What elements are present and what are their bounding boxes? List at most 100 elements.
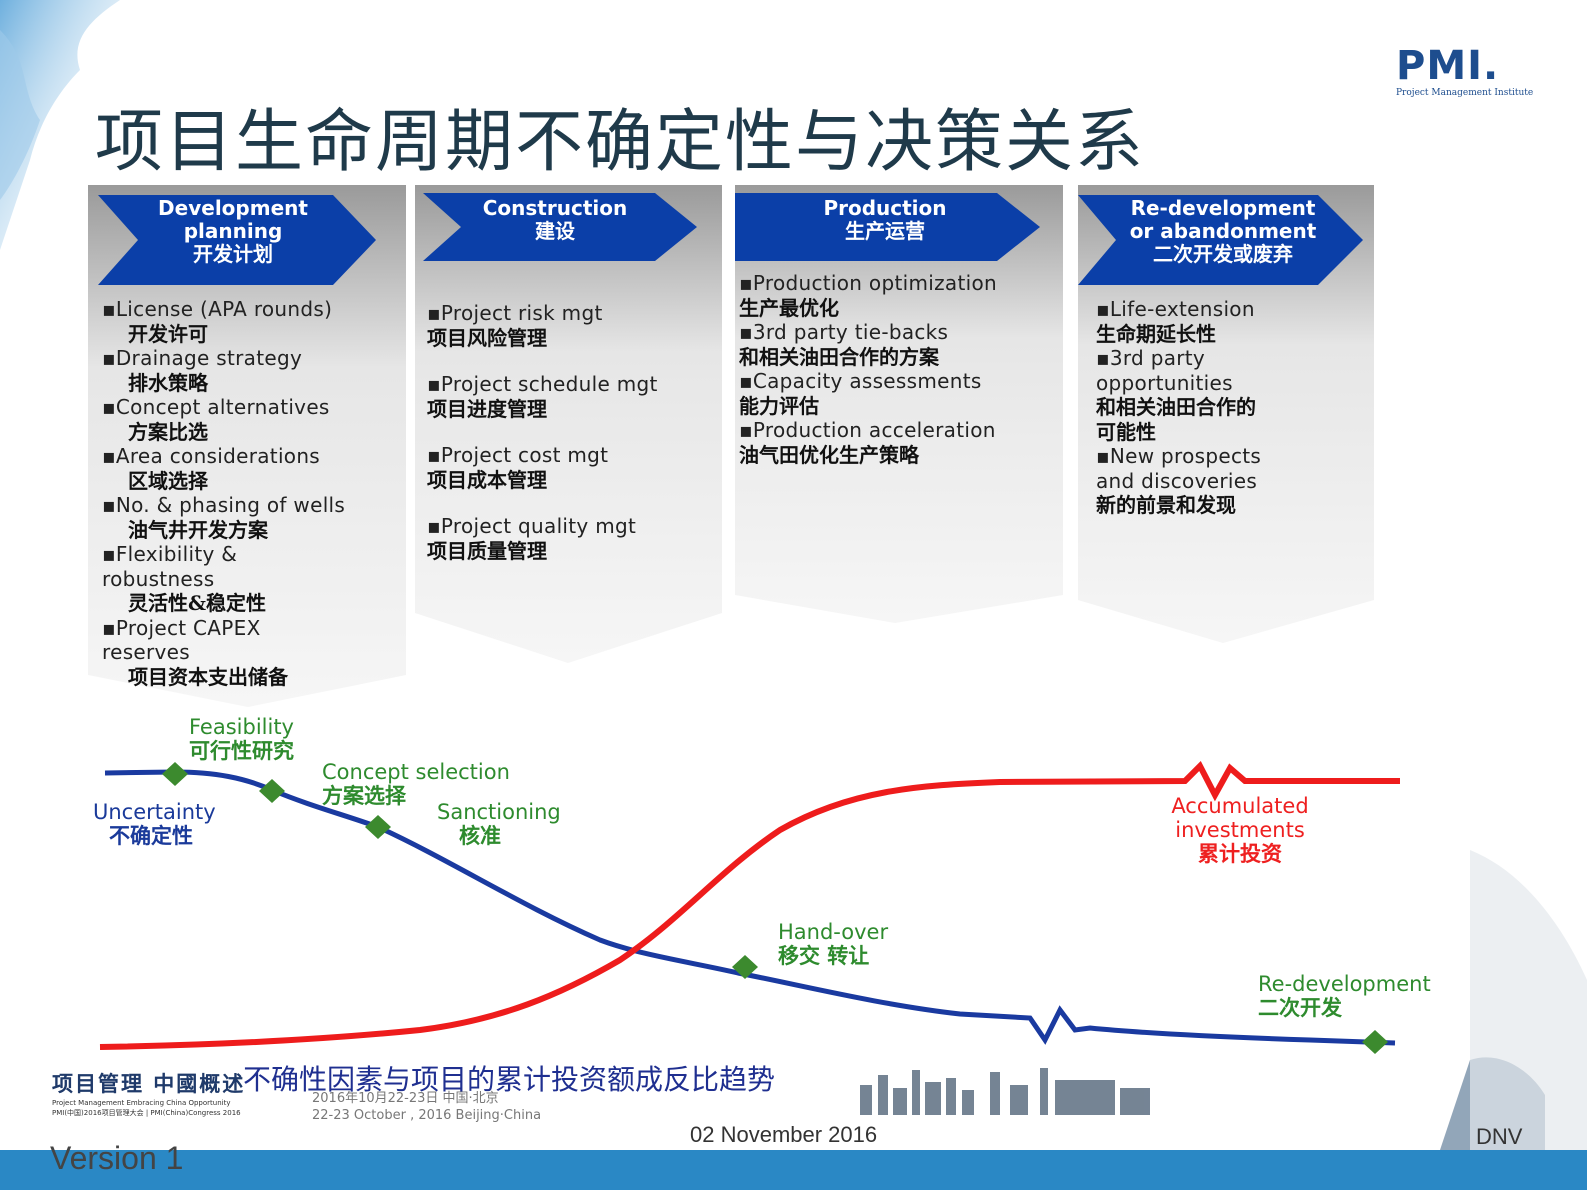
chevron-development-line1: Development bbox=[158, 196, 308, 220]
list-item: ▪3rd party tie-backs bbox=[739, 320, 949, 344]
chevron-production-line1: Production bbox=[823, 196, 947, 220]
list-item-zh: 油气井开发方案 bbox=[128, 517, 268, 542]
milestone-handover bbox=[732, 955, 758, 979]
chevron-redevelopment bbox=[1078, 195, 1363, 285]
list-item: ▪Drainage strategy bbox=[102, 346, 303, 370]
list-item-zh: 区域选择 bbox=[128, 468, 208, 493]
label-feasibility: Feasibility 可行性研究 bbox=[189, 715, 294, 763]
label-sanctioning-zh: 核准 bbox=[459, 823, 501, 848]
chevron-production-line2: 生产运营 bbox=[845, 219, 925, 243]
milestone-concept bbox=[259, 779, 285, 803]
list-item-zh: 排水策略 bbox=[128, 370, 208, 395]
list-item-zh: 和相关油田合作的方案 bbox=[739, 344, 939, 369]
list-item-zh: 灵活性&稳定性 bbox=[128, 591, 267, 615]
list-item: ▪Project CAPEX bbox=[102, 615, 261, 640]
label-investments-en2: investments bbox=[1175, 818, 1305, 842]
milestone-redevelopment bbox=[1362, 1030, 1388, 1054]
chevron-development bbox=[98, 195, 376, 285]
org-logo-line2: PMI(中国)2016项目管理大会 | PMI(China)Congress 2… bbox=[52, 1109, 241, 1117]
label-concept-zh: 方案选择 bbox=[322, 783, 406, 808]
chevron-construction-line2: 建设 bbox=[535, 219, 575, 243]
chevron-development-line2: planning bbox=[183, 219, 283, 243]
label-redevelopment: Re-development 二次开发 bbox=[1258, 972, 1431, 1020]
company-label: DNV bbox=[1476, 1124, 1523, 1149]
event-line2: 22-23 October , 2016 Beijing·China bbox=[312, 1108, 542, 1123]
list-item-zh: 生产最优化 bbox=[739, 295, 839, 320]
list-item: ▪Production optimization bbox=[739, 271, 997, 295]
label-uncertainty: Uncertainty 不确定性 bbox=[93, 800, 216, 848]
pmi-logo-mark: PMI. bbox=[1396, 43, 1500, 89]
list-item: ▪Project cost mgt bbox=[427, 443, 609, 467]
list-item-zh: 生命期延长性 bbox=[1096, 321, 1216, 346]
corner-decoration bbox=[0, 0, 120, 250]
label-handover-zh: 移交 转让 bbox=[778, 943, 870, 968]
label-sanctioning-en: Sanctioning bbox=[437, 800, 561, 824]
list-item: ▪Capacity assessments bbox=[739, 369, 982, 393]
label-uncertainty-en: Uncertainty bbox=[93, 800, 216, 824]
investment-curve bbox=[99, 760, 1400, 1050]
label-feasibility-en: Feasibility bbox=[189, 715, 294, 739]
caption: 不确性因素与项目的累计投资额成反比趋势 bbox=[243, 1063, 776, 1096]
label-uncertainty-zh: 不确定性 bbox=[109, 823, 193, 848]
label-investments: Accumulated investments 累计投资 bbox=[1150, 794, 1330, 866]
list-item: ▪Project risk mgt bbox=[427, 301, 603, 325]
list-item: ▪Production acceleration bbox=[739, 418, 996, 442]
milestone-feasibility bbox=[162, 762, 188, 786]
list-item-zh: 油气田优化生产策略 bbox=[739, 442, 919, 467]
list-item-cont: reserves bbox=[102, 640, 190, 664]
label-concept-en: Concept selection bbox=[322, 760, 510, 784]
label-handover: Hand-over 移交 转让 bbox=[778, 920, 888, 968]
event-line1: 2016年10月22-23日 中国·北京 bbox=[312, 1091, 499, 1106]
label-concept-selection: Concept selection 方案选择 bbox=[322, 760, 510, 808]
label-investments-zh: 累计投资 bbox=[1198, 841, 1282, 866]
chevron-redevelopment-line2: or abandonment bbox=[1129, 219, 1317, 243]
chevron-production bbox=[735, 193, 1040, 261]
uncertainty-curve bbox=[104, 769, 1396, 1046]
pmi-logo-subtitle: Project Management Institute bbox=[1396, 88, 1534, 98]
list-item: ▪Life-extension bbox=[1096, 297, 1255, 321]
list-item: ▪3rd party bbox=[1096, 346, 1206, 370]
list-item-zh: 项目资本支出储备 bbox=[128, 664, 288, 689]
list-item-zh-cont: 可能性 bbox=[1096, 419, 1156, 444]
chevron-redevelopment-line3: 二次开发或废弃 bbox=[1153, 242, 1293, 266]
list-item-zh: 方案比选 bbox=[128, 419, 208, 444]
org-logo-name: 项目管理 中國概述 bbox=[52, 1071, 246, 1096]
label-handover-en: Hand-over bbox=[778, 920, 889, 944]
label-sanctioning: Sanctioning 核准 bbox=[437, 800, 561, 848]
page-title: 项目生命周期不确定性与决策关系 bbox=[95, 103, 1146, 182]
list-item-cont: robustness bbox=[102, 566, 215, 591]
event-info: 2016年10月22-23日 中国·北京 22-23 October , 201… bbox=[312, 1090, 541, 1124]
pmi-logo: PMI. Project Management Institute bbox=[1396, 44, 1546, 106]
list-item: ▪Area considerations bbox=[102, 444, 321, 468]
list-item: ▪New prospects bbox=[1096, 444, 1262, 468]
list-item-zh: 项目风险管理 bbox=[427, 325, 547, 350]
chevron-development-line3: 开发计划 bbox=[193, 242, 273, 266]
label-redevelopment-zh: 二次开发 bbox=[1258, 995, 1342, 1020]
list-item-zh: 项目成本管理 bbox=[427, 467, 547, 492]
label-feasibility-zh: 可行性研究 bbox=[189, 738, 294, 763]
chevron-construction-line1: Construction bbox=[482, 196, 628, 220]
list-item-zh: 新的前景和发现 bbox=[1096, 493, 1236, 517]
list-item: ▪Project schedule mgt bbox=[427, 372, 658, 396]
list-item-cont: opportunities bbox=[1096, 370, 1233, 395]
list-item: ▪Project quality mgt bbox=[427, 514, 637, 538]
list-item-zh: 开发许可 bbox=[128, 321, 208, 346]
list-item: ▪License (APA rounds) bbox=[102, 297, 333, 321]
milestone-sanctioning bbox=[365, 815, 391, 839]
chevron-construction bbox=[423, 193, 697, 261]
slide-date: 02 November 2016 bbox=[690, 1122, 878, 1147]
label-investments-en1: Accumulated bbox=[1171, 794, 1309, 818]
list-item-zh: 和相关油田合作的 bbox=[1096, 395, 1256, 419]
footer-bar bbox=[0, 1150, 1587, 1190]
list-item: ▪Flexibility & bbox=[102, 542, 238, 566]
list-item-zh: 能力评估 bbox=[739, 393, 819, 418]
org-logo: 项目管理 中國概述 Project Management Embracing C… bbox=[52, 1068, 245, 1118]
version-label: Version 1 bbox=[50, 1140, 184, 1176]
list-item: ▪No. & phasing of wells bbox=[102, 493, 346, 517]
list-item: ▪Concept alternatives bbox=[102, 395, 330, 419]
org-logo-line1: Project Management Embracing China Oppor… bbox=[52, 1099, 231, 1107]
list-item-zh: 项目进度管理 bbox=[427, 396, 547, 421]
label-redevelopment-en: Re-development bbox=[1258, 972, 1431, 996]
